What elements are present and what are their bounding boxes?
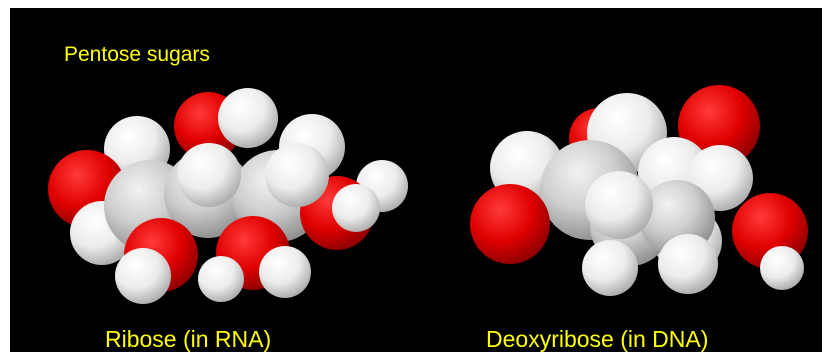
ribose-atom — [332, 184, 380, 232]
ribose-atom — [177, 143, 241, 207]
deoxyribose-molecule — [470, 85, 808, 296]
deoxyribose-atom — [585, 171, 653, 239]
ribose-atom — [265, 143, 329, 207]
molecule-art — [48, 85, 808, 304]
ribose-atom — [218, 88, 278, 148]
deoxyribose-atom — [678, 85, 760, 167]
ribose-label: Ribose (in RNA) — [105, 326, 272, 352]
figure-title: Pentose sugars — [64, 43, 210, 66]
image-panel: Pentose sugars Ribose (in RNA) Deoxyribo… — [10, 8, 822, 352]
deoxyribose-atom — [760, 246, 804, 290]
deoxyribose-atom — [658, 234, 718, 294]
deoxyribose-label: Deoxyribose (in DNA) — [486, 326, 709, 352]
ribose-atom — [259, 246, 311, 298]
deoxyribose-atom — [470, 184, 550, 264]
ribose-molecule — [48, 88, 408, 304]
ribose-atom — [115, 248, 171, 304]
ribose-atom — [198, 256, 244, 302]
deoxyribose-atom — [582, 240, 638, 296]
